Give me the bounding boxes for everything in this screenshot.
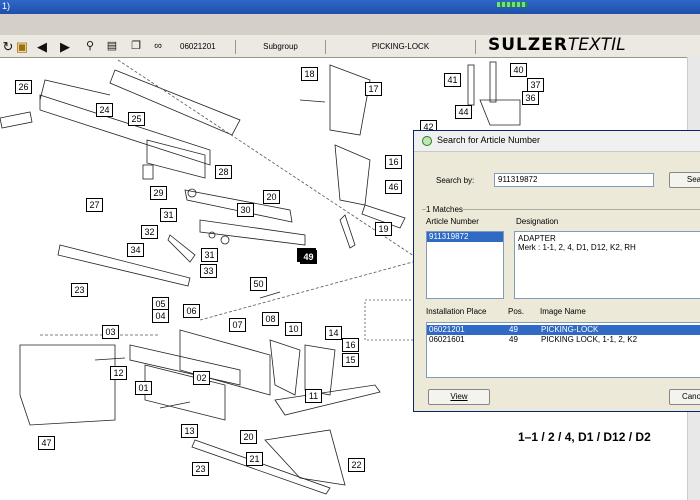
callout-label[interactable]: 36	[522, 91, 539, 105]
callout-label[interactable]: 23	[71, 283, 88, 297]
callout-label[interactable]: 16	[385, 155, 402, 169]
view-button[interactable]: View	[428, 389, 490, 405]
callout-label[interactable]: 15	[342, 353, 359, 367]
matches-group	[422, 209, 700, 210]
callout-label[interactable]: 25	[128, 112, 145, 126]
search-article-dialog: Search for Article Number Search by: 911…	[413, 130, 700, 412]
binoculars-icon[interactable]: ∞	[154, 39, 162, 52]
callout-label[interactable]: 10	[285, 322, 302, 336]
callout-label[interactable]: 06	[183, 304, 200, 318]
callout-label[interactable]: 50	[250, 277, 267, 291]
callout-label[interactable]: 11	[305, 389, 322, 403]
search-input[interactable]: 911319872	[494, 173, 654, 187]
lock-icon[interactable]: ▣	[15, 38, 29, 54]
designation-line: Merk : 1-1, 2, 4, D1, D12, K2, RH	[518, 243, 636, 252]
refresh-icon[interactable]: ↻	[2, 38, 14, 54]
designation-box: ADAPTER Merk : 1-1, 2, 4, D1, D12, K2, R…	[514, 231, 700, 299]
subgroup-label: Subgroup	[236, 40, 326, 54]
callout-label[interactable]: 31	[160, 208, 177, 222]
back-arrow-icon[interactable]: ◀	[37, 38, 47, 54]
window-titlebar: 1)	[0, 0, 700, 14]
callout-label[interactable]: 20	[240, 430, 257, 444]
cancel-button[interactable]: Cano	[669, 389, 700, 405]
forward-arrow-icon[interactable]: ▶	[60, 38, 70, 54]
zoom-icon[interactable]: ⚲	[85, 39, 95, 52]
callout-label[interactable]: 34	[127, 243, 144, 257]
copy-icon[interactable]: ❐	[131, 39, 141, 52]
callout-label[interactable]: 24	[96, 103, 113, 117]
installation-place-header: Installation Place	[426, 307, 487, 316]
toolbar	[0, 35, 700, 58]
article-number-list[interactable]: 911319872	[426, 231, 504, 299]
callout-label[interactable]: 21	[246, 452, 263, 466]
callout-label[interactable]: 03	[102, 325, 119, 339]
callout-label[interactable]: 31	[201, 248, 218, 262]
callout-label[interactable]: 37	[527, 78, 544, 92]
designation-line: ADAPTER	[518, 234, 556, 243]
designation-header: Designation	[516, 217, 559, 226]
callout-label[interactable]: 07	[229, 318, 246, 332]
sulzer-textil-logo: SULZERTEXTIL	[488, 35, 626, 55]
table-row[interactable]: 06021201 49 PICKING-LOCK	[427, 325, 700, 335]
callout-label[interactable]: 49	[300, 250, 317, 264]
doc-number-field: 06021201	[176, 40, 236, 54]
callout-label[interactable]: 26	[15, 80, 32, 94]
callout-label[interactable]: 08	[262, 312, 279, 326]
callout-label[interactable]: 41	[444, 73, 461, 87]
image-name-header: Image Name	[540, 307, 586, 316]
callout-label[interactable]: 12	[110, 366, 127, 380]
installation-list[interactable]: 06021201 49 PICKING-LOCK 06021601 49 PIC…	[426, 322, 700, 378]
document-icon[interactable]: ▤	[106, 39, 118, 52]
callout-label[interactable]: 47	[38, 436, 55, 450]
callout-label[interactable]: 28	[215, 165, 232, 179]
callout-label[interactable]: 30	[237, 203, 254, 217]
callout-label[interactable]: 13	[181, 424, 198, 438]
matches-count: 1 Matches	[426, 205, 463, 214]
callout-label[interactable]: 27	[86, 198, 103, 212]
article-number-header: Article Number	[426, 217, 479, 226]
table-row[interactable]: 06021601 49 PICKING LOCK, 1-1, 2, K2	[429, 335, 638, 344]
pos-header: Pos.	[508, 307, 525, 316]
menubar	[0, 14, 700, 35]
callout-label[interactable]: 44	[455, 105, 472, 119]
callout-label[interactable]: 19	[375, 222, 392, 236]
callout-label[interactable]: 46	[385, 180, 402, 194]
callout-label[interactable]: 29	[150, 186, 167, 200]
activity-indicator	[497, 2, 527, 7]
window-title: 1)	[2, 1, 11, 11]
callout-label[interactable]: 33	[200, 264, 217, 278]
app-icon	[422, 136, 432, 146]
callout-label[interactable]: 02	[193, 371, 210, 385]
callout-label[interactable]: 04	[152, 309, 169, 323]
position-variant-label: 1–1 / 2 / 4, D1 / D12 / D2	[518, 430, 651, 444]
callout-label[interactable]: 23	[192, 462, 209, 476]
article-number-item[interactable]: 911319872	[427, 232, 503, 242]
callout-label[interactable]: 20	[263, 190, 280, 204]
dialog-titlebar: Search for Article Number	[414, 131, 700, 152]
callout-label[interactable]: 40	[510, 63, 527, 77]
search-button[interactable]: Sea	[669, 172, 700, 188]
callout-label[interactable]: 18	[301, 67, 318, 81]
callout-label[interactable]: 01	[135, 381, 152, 395]
callout-label[interactable]: 17	[365, 82, 382, 96]
dialog-title: Search for Article Number	[437, 135, 541, 145]
callout-label[interactable]: 32	[141, 225, 158, 239]
callout-label[interactable]: 16	[342, 338, 359, 352]
group-name-field: PICKING-LOCK	[326, 40, 476, 54]
callout-label[interactable]: 14	[325, 326, 342, 340]
search-by-label: Search by:	[436, 176, 475, 185]
callout-label[interactable]: 22	[348, 458, 365, 472]
